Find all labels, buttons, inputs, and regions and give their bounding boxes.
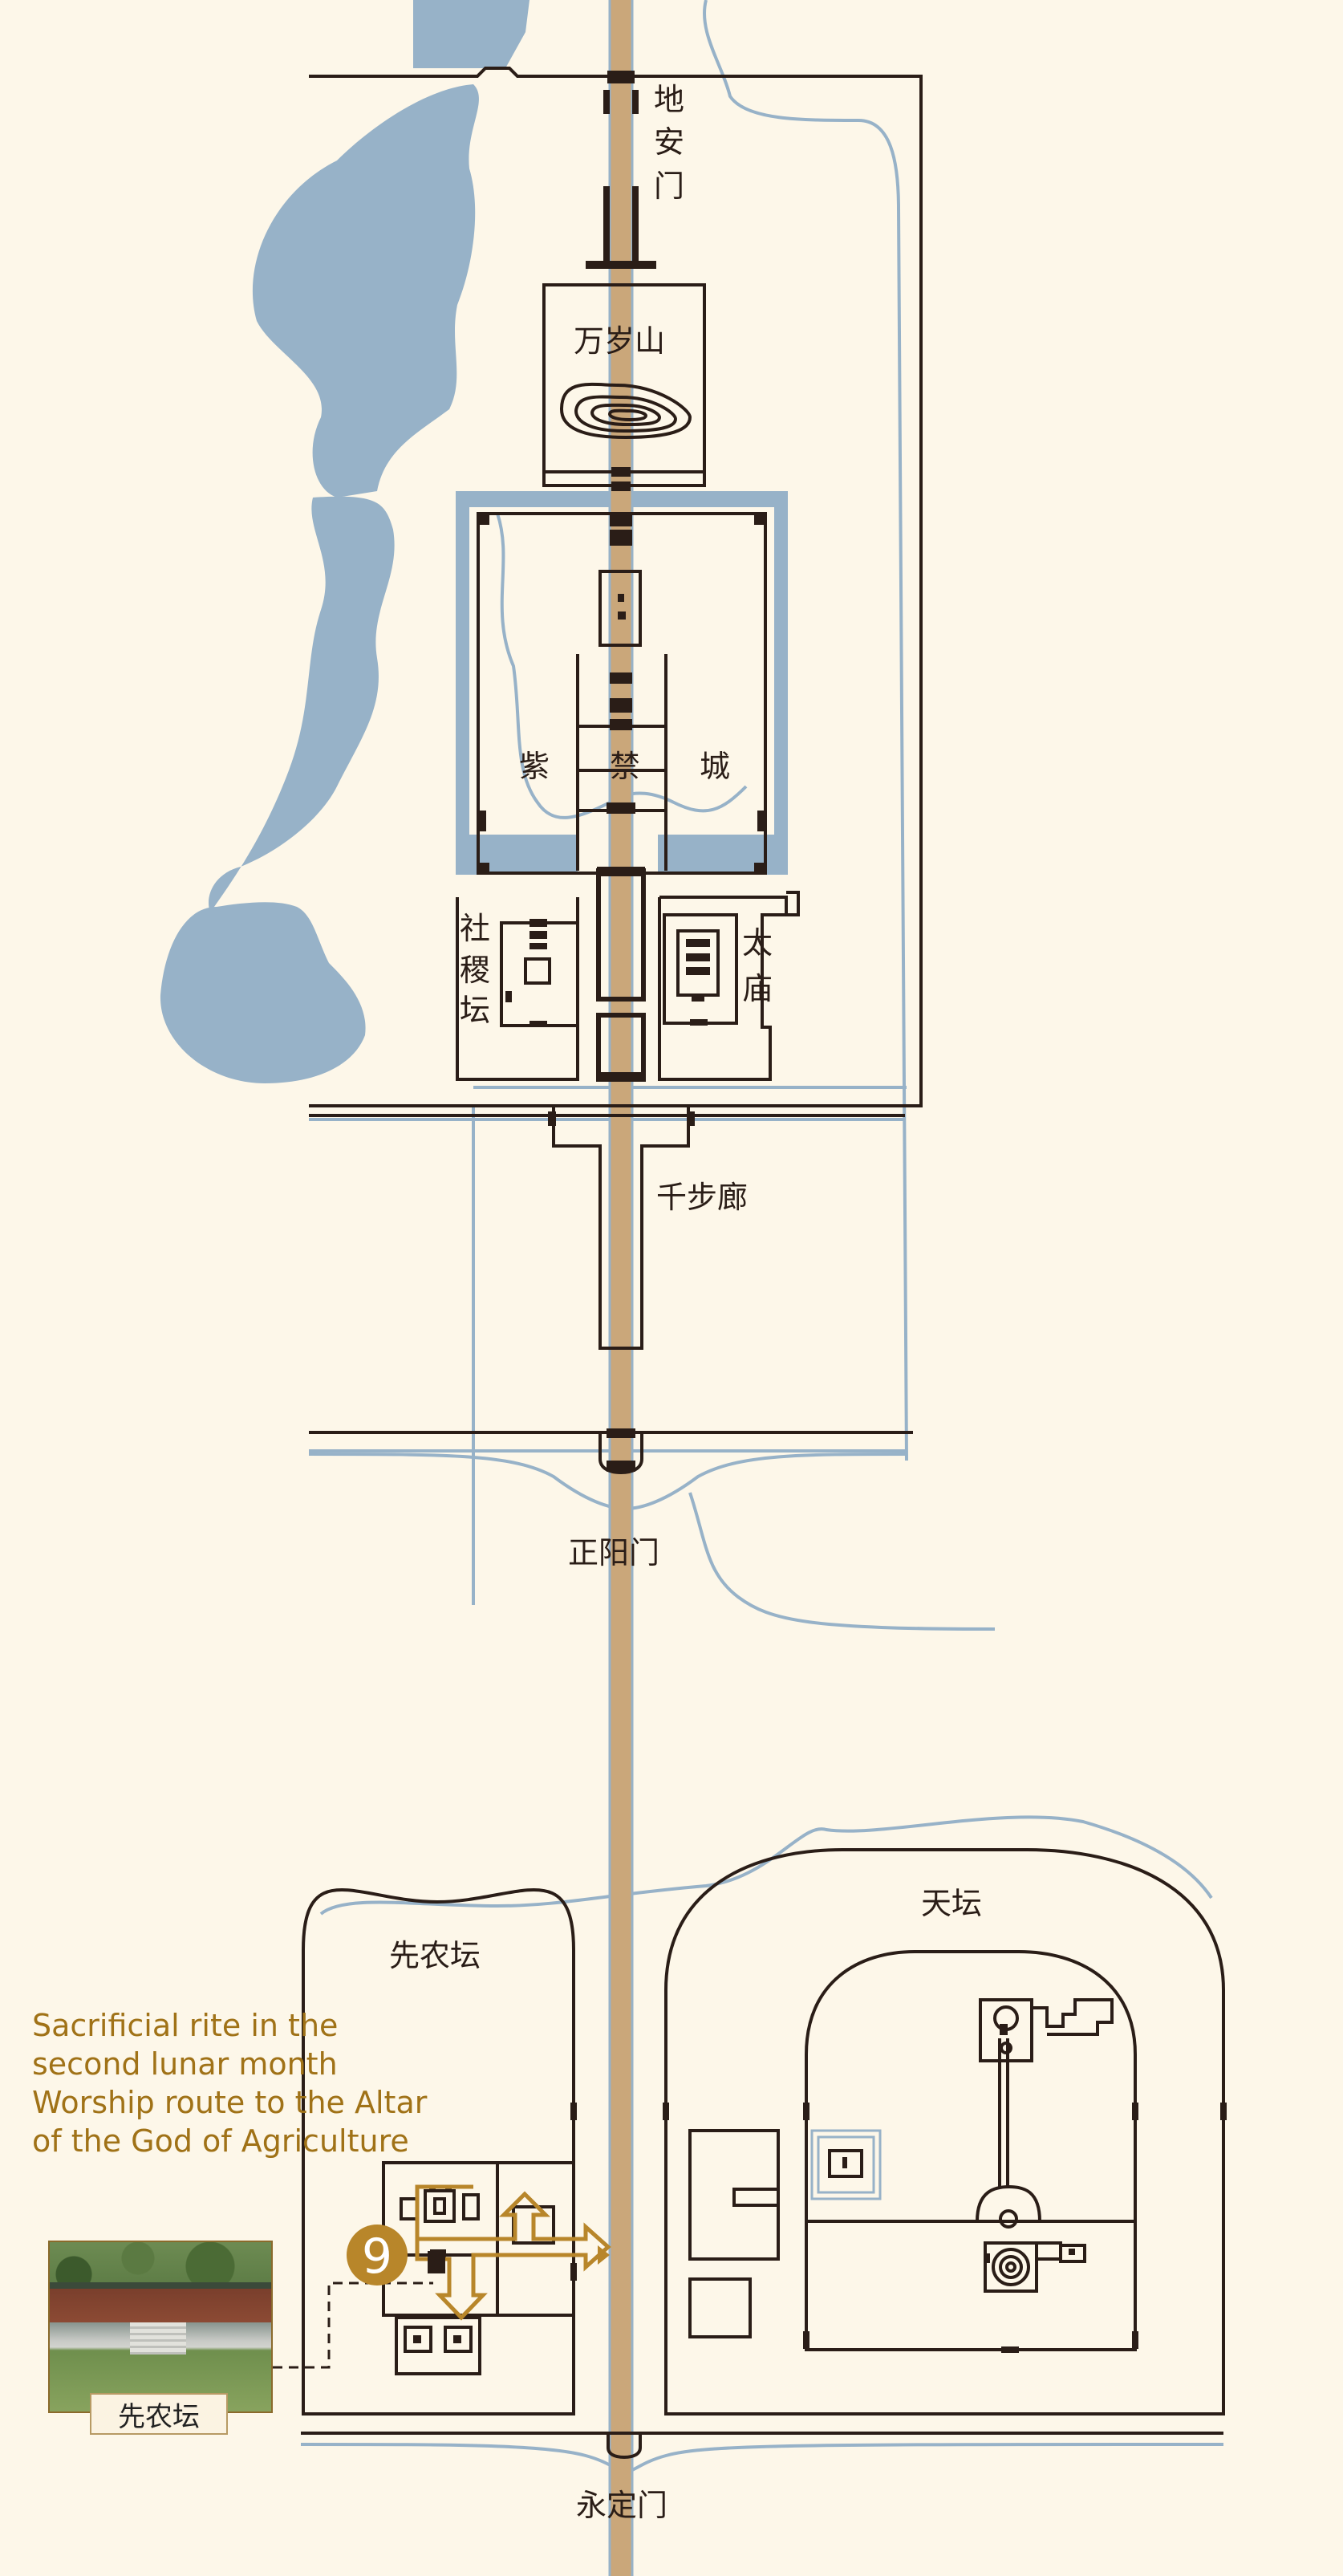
label-tai: 太 [742,925,773,961]
label-xian-nong-tan: 先农坛 [389,1938,481,1973]
label-ji: 稷 [460,953,490,988]
photo-roof [50,2282,271,2289]
moat-bottom-right [658,835,788,875]
label-tan: 坛 [460,993,490,1028]
tian-tan-marks [663,2024,1227,2353]
lake-top [413,0,529,68]
map-labels: 地 安 门 万岁山 紫 禁 城 社 稷 坛 太 庙 千步廊 正阳门 天坛 先农坛… [389,82,982,2523]
label-zi: 紫 [519,749,550,784]
zheng-yang-men-gate [598,1428,643,1475]
tian-tan-inner-wall [805,1950,1137,2351]
moat-left [456,491,469,871]
photo-steps [130,2322,186,2355]
lake-shichahai [252,84,479,498]
label-di: 地 [654,82,684,117]
label-zheng-yang-men: 正阳门 [568,1535,659,1570]
label-tian-tan: 天坛 [921,1886,982,1921]
tian-tan-outer-wall [664,1848,1225,2416]
taimiao-gate-frame [786,891,800,916]
she-ji-tan-marks [505,919,547,1027]
lake-beihai [197,496,395,931]
di-an-men-gate [586,71,656,269]
label-jin: 禁 [610,749,640,784]
photo-red-wall [50,2289,271,2322]
label-qian-bu-lang: 千步廊 [656,1180,748,1215]
stream-south [319,1815,1213,1916]
route-marker-number: 9 [362,2229,392,2285]
tiananmen-caps [597,867,645,1082]
tai-miao-marks [686,939,710,1026]
route-caption-line-1: Sacrificial rite in the [32,2008,339,2043]
label-she: 社 [460,911,490,946]
label-men: 门 [654,169,684,204]
qian-bu-lang-marks [548,1111,695,1126]
forbidden-city-halls [477,514,767,874]
worship-route [415,2184,611,2321]
photo-leader-line [273,2281,433,2369]
route-caption: Sacrificial rite in the second lunar mon… [32,2006,481,2160]
yong-ding-men-gate [607,2433,642,2460]
label-miao: 庙 [742,971,773,1006]
imperial-city-wall [309,67,923,1107]
route-caption-line-4: of the God of Agriculture [32,2123,409,2159]
zhai-gong [810,2129,882,2200]
stream-north [703,0,908,1461]
xian-nong-tan-photo [48,2241,273,2413]
route-marker-9: 9 [347,2225,408,2285]
xian-nong-tan-wall [302,1888,575,2416]
route-caption-line-2: second lunar month [32,2046,338,2082]
route-caption-line-3: Worship route to the Altar [32,2085,428,2120]
route-start-building [428,2251,445,2273]
lake-nanhai [160,902,366,1083]
route-arrow-right [598,2245,610,2265]
label-an: 安 [654,124,684,160]
wan-sui-shan-gates [611,467,631,491]
tian-tan [664,1848,1225,2416]
label-wan-sui-shan: 万岁山 [574,323,665,359]
moat-right [774,491,788,871]
stream-zhengyang [688,1492,996,1631]
stream-palace [496,513,748,819]
stream-curve-yongding [300,2443,1224,2474]
photo-caption: 先农坛 [90,2393,228,2435]
moat-bottom-left [456,835,578,875]
label-cheng: 城 [700,749,730,784]
label-yong-ding-men: 永定门 [576,2488,667,2523]
